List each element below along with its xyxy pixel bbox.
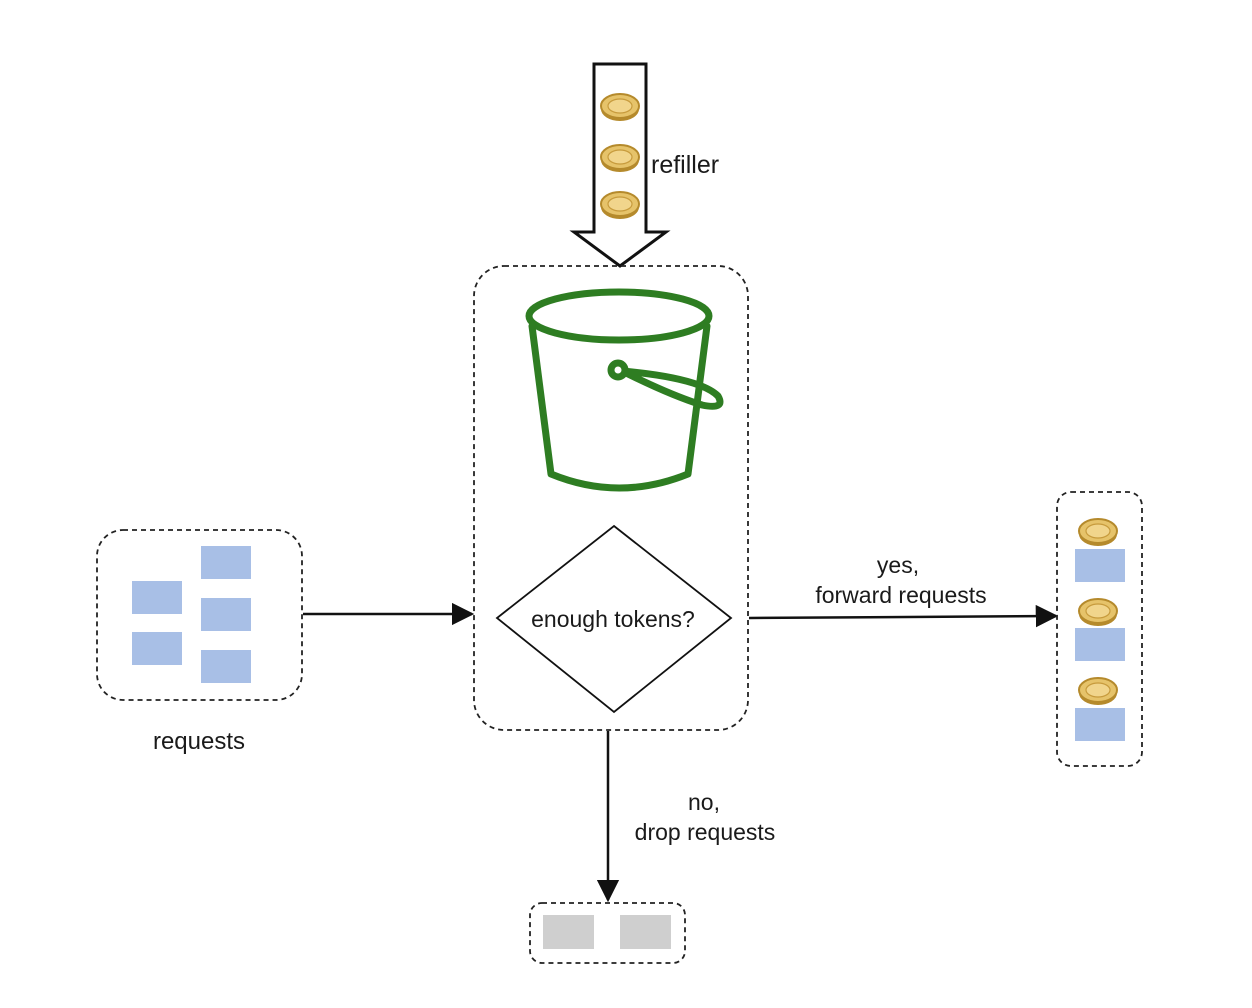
request-block (201, 598, 251, 631)
bucket-container (473, 265, 749, 731)
forwarded-container (1056, 491, 1143, 767)
no-label-line2: drop requests (635, 819, 776, 845)
refiller-label: refiller (651, 151, 719, 179)
coin-icon (600, 93, 640, 122)
bucket-icon (525, 288, 724, 492)
yes-label-line2: forward requests (815, 582, 986, 608)
decision-diamond (495, 524, 733, 714)
request-block (132, 581, 182, 614)
requests-container (96, 529, 303, 701)
forwarded-request-block (1075, 549, 1125, 582)
decision-label: enough tokens? (531, 606, 695, 632)
no-label-line1: no, (688, 789, 720, 815)
forwarded-request-block (1075, 628, 1125, 661)
requests-label: requests (153, 728, 245, 755)
request-block (201, 546, 251, 579)
forwarded-request-block (1075, 708, 1125, 741)
yes-label-line1: yes, (877, 552, 919, 578)
forward-arrow (748, 604, 1059, 628)
dropped-request-block (543, 915, 594, 949)
coin-icon (1078, 677, 1118, 706)
request-block (132, 632, 182, 665)
coin-icon (1078, 598, 1118, 627)
coin-icon (1078, 518, 1118, 547)
coin-icon (600, 144, 640, 173)
dropped-request-block (620, 915, 671, 949)
coin-icon (600, 191, 640, 220)
dropped-container (529, 902, 686, 964)
request-block (201, 650, 251, 683)
